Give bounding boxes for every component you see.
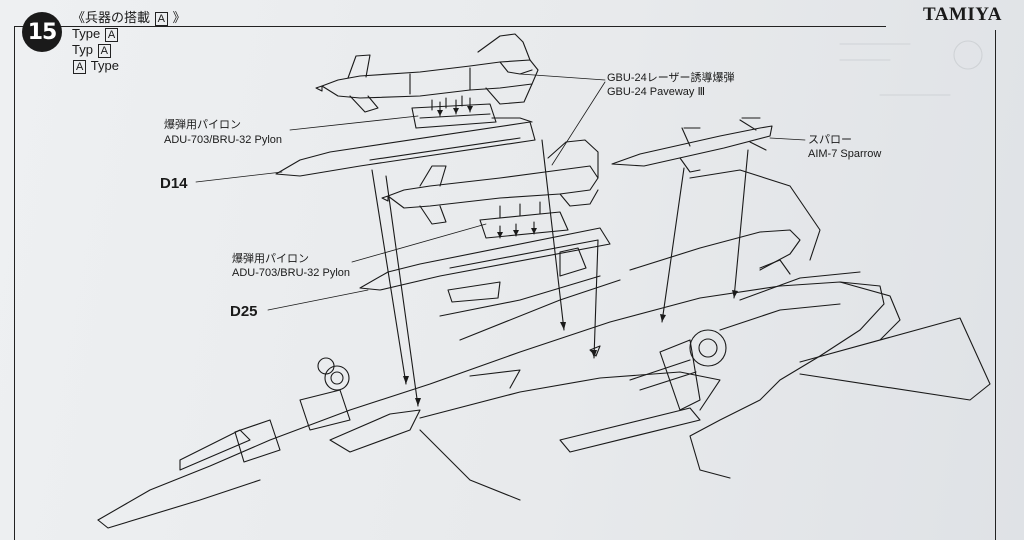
callout-sparrow-jp: スパロー bbox=[808, 134, 852, 146]
step-heading: 《兵器の搭載 A 》 Type A Typ A A Type bbox=[72, 10, 186, 74]
callout-pylon-lower-jp: 爆弾用パイロン bbox=[232, 253, 309, 265]
heading-line-en: Type A bbox=[72, 26, 186, 42]
callout-gbu24-jp: GBU-24レーザー誘導爆弾 bbox=[607, 72, 735, 84]
frame-left-line bbox=[14, 26, 15, 540]
callout-pylon-lower-en: ADU-703/BRU-32 Pylon bbox=[232, 267, 350, 279]
part-number-d25: D25 bbox=[230, 303, 258, 320]
bleed-through-marks bbox=[839, 40, 983, 96]
callout-pylon-upper-en: ADU-703/BRU-32 Pylon bbox=[164, 134, 282, 146]
type-label: Typ bbox=[72, 42, 93, 57]
pylon-lower bbox=[359, 201, 611, 291]
type-label: Type bbox=[90, 58, 119, 73]
type-label: Type bbox=[72, 26, 101, 41]
callout-pylon-upper-jp: 爆弾用パイロン bbox=[164, 119, 241, 131]
brand-logo: TAMIYA bbox=[922, 4, 1002, 25]
leader-lines bbox=[195, 73, 806, 311]
heading-title-end: 》 bbox=[172, 10, 186, 25]
heading-title-jp: 《兵器の搭載 A 》 bbox=[72, 10, 186, 26]
heading-line-fr: A Type bbox=[72, 58, 186, 74]
heading-line-de: Typ A bbox=[72, 42, 186, 58]
type-box: A bbox=[73, 60, 87, 74]
frame-right-line bbox=[995, 30, 996, 540]
type-box: A bbox=[104, 28, 119, 42]
callout-gbu24-en: GBU-24 Paveway Ⅲ bbox=[607, 86, 706, 98]
arrow-heads bbox=[403, 106, 738, 406]
heading-title-text: 《兵器の搭載 bbox=[72, 10, 151, 25]
step-number-badge: 15 bbox=[22, 12, 62, 52]
callout-sparrow-en: AIM-7 Sparrow bbox=[808, 148, 882, 160]
gbu24-bomb-upper bbox=[315, 33, 539, 113]
gbu24-bomb-lower bbox=[381, 139, 599, 225]
type-box: A bbox=[154, 12, 168, 26]
pylon-upper bbox=[275, 95, 536, 177]
aim7-sparrow-missile bbox=[611, 117, 773, 173]
type-box: A bbox=[97, 44, 111, 58]
part-number-d14: D14 bbox=[160, 175, 188, 192]
aircraft-fuselage bbox=[97, 169, 991, 529]
frame-top-line bbox=[14, 26, 886, 27]
